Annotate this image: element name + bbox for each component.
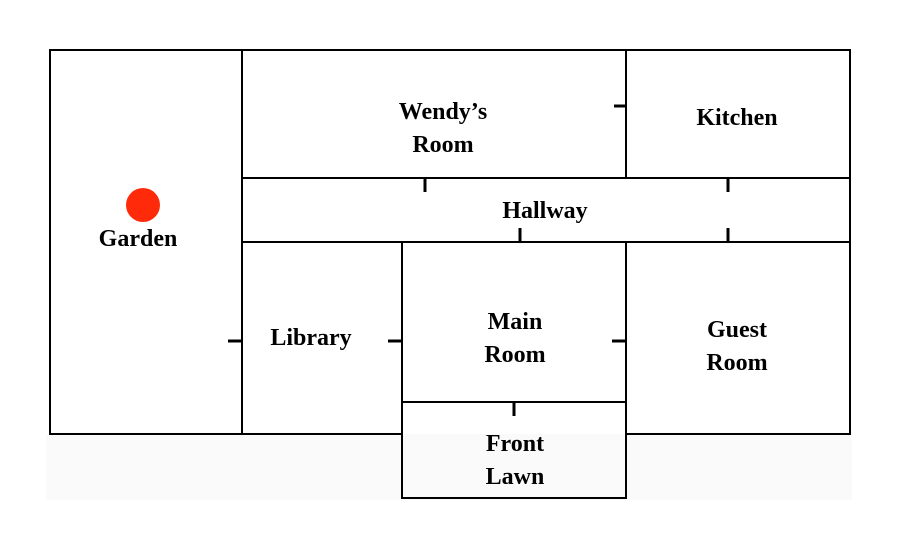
garden-label: Garden [99,226,178,252]
front-lawn-label-line1: Front [486,431,544,457]
guest-room-label-line1: Guest [707,317,767,343]
hallway-label: Hallway [502,198,587,224]
kitchen-label: Kitchen [696,105,777,131]
wendys-room-label-line1: Wendy’s [399,99,487,125]
wendys-room-label-line2: Room [412,132,473,158]
front-lawn-label-line2: Lawn [486,464,545,490]
library-label: Library [270,325,351,351]
location-marker [126,188,160,222]
guest-room [625,241,851,435]
main-room-label-line1: Main [488,309,543,335]
guest-room-label-line2: Room [706,350,767,376]
background-strip [46,434,852,500]
main-room-label-line2: Room [484,342,545,368]
